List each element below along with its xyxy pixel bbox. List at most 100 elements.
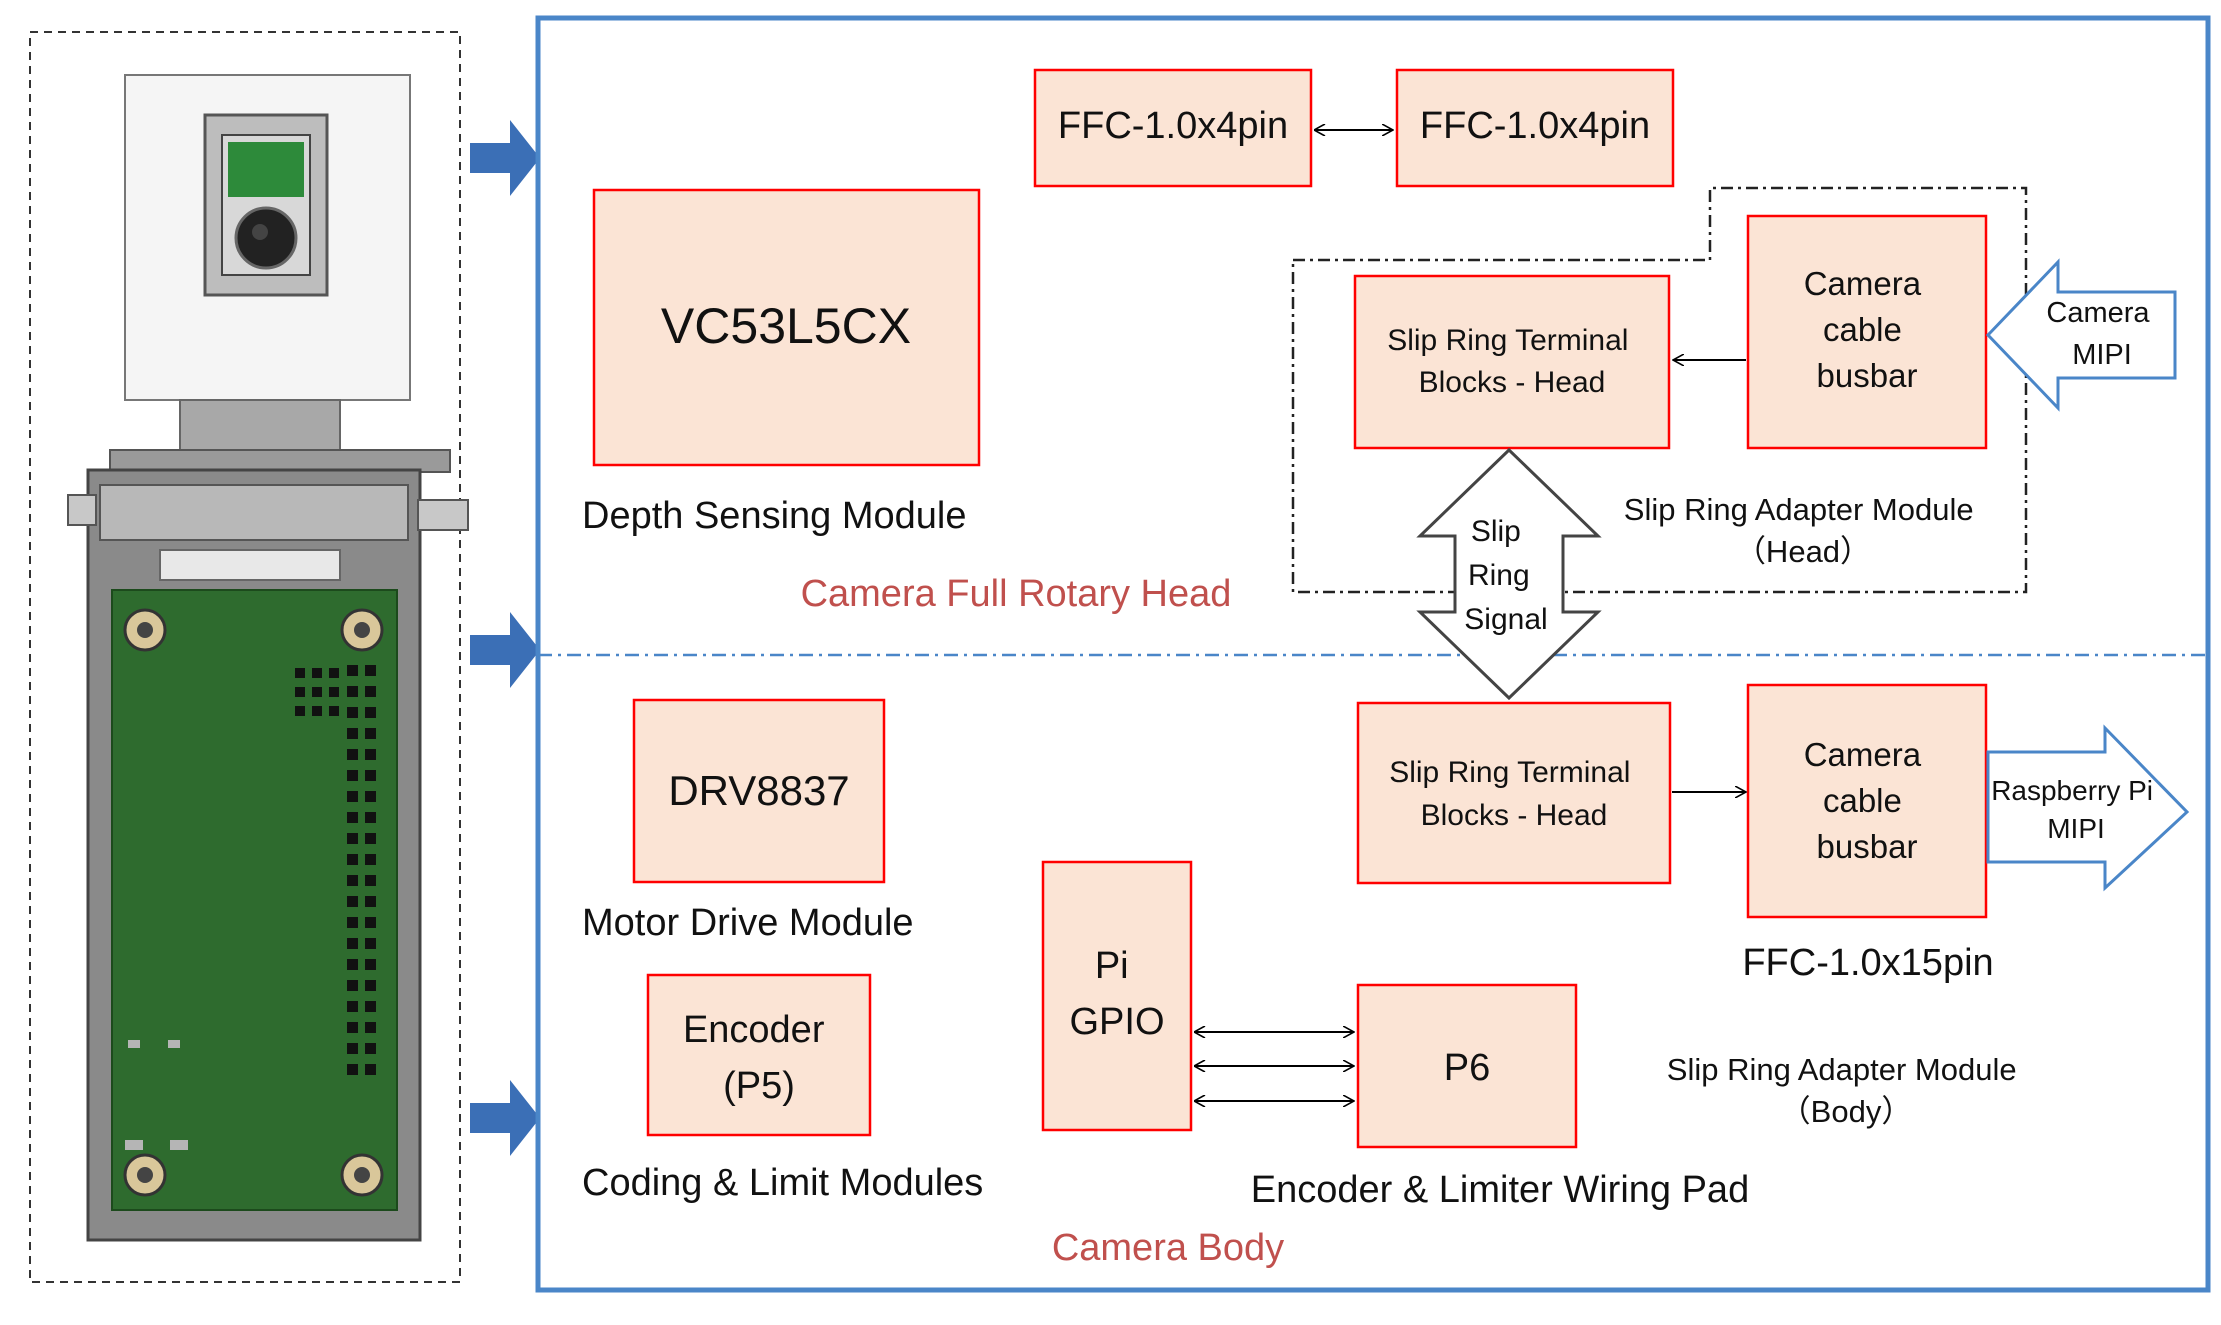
- housing-top-bar: [99, 484, 409, 541]
- ffc-15pin-label: FFC-1.0x15pin: [1742, 942, 1993, 984]
- camera-mipi-label: Camera MIPI: [2046, 297, 2157, 371]
- mount-hole-center: [137, 1167, 153, 1183]
- gpio-pin: [347, 1022, 358, 1033]
- gpio-pin: [347, 917, 358, 928]
- gpio-pin: [365, 875, 376, 886]
- gpio-pin: [365, 707, 376, 718]
- mount-hole-center: [354, 622, 370, 638]
- camera-sensor-board: [228, 142, 304, 197]
- busbar-head-line-1: Camera: [1804, 265, 1922, 302]
- camera-mipi-line-1: Camera: [2046, 297, 2150, 329]
- terminal-body-line-1: Slip Ring Terminal: [1389, 756, 1630, 789]
- slip-ring-terminal-head-box: [1353, 274, 1671, 450]
- gpio-pin: [312, 706, 322, 716]
- gpio-pin: [347, 686, 358, 697]
- camera-mipi-arrow-icon: [1985, 258, 2177, 412]
- gpio-pin: [347, 938, 358, 949]
- camera-lens-glint: [252, 224, 268, 240]
- gpio-pin: [347, 707, 358, 718]
- pi-gpio-line-1: Pi: [1095, 945, 1129, 987]
- blue-arrow-icon: [470, 612, 540, 688]
- blue-arrow-icon: [470, 1080, 540, 1156]
- gpio-pin: [347, 1001, 358, 1012]
- pcb-component: [125, 1140, 143, 1150]
- blue-arrow-icon: [470, 120, 540, 196]
- gpio-pin: [347, 665, 358, 676]
- camera-neck: [179, 399, 341, 451]
- gpio-pin: [365, 1022, 376, 1033]
- ffc-4pin-right-label: FFC-1.0x4pin: [1420, 105, 1650, 147]
- camera-body-label: Camera Body: [1052, 1227, 1284, 1269]
- camera-lens-icon: [234, 206, 298, 270]
- encoder-line-2: (P5): [723, 1065, 795, 1107]
- pcb-component: [128, 1040, 140, 1048]
- gpio-pin: [295, 687, 305, 697]
- slip-signal-line-2: Ring: [1468, 559, 1530, 592]
- ffc-4pin-left-box: [1033, 68, 1313, 188]
- slip-ring-adapter-head-region: [1291, 186, 2028, 594]
- mount-hole-center: [137, 622, 153, 638]
- gpio-pin: [347, 770, 358, 781]
- rpi-mipi-line-2: MIPI: [2047, 813, 2105, 844]
- gpio-pin: [365, 665, 376, 676]
- camera-cable-busbar-body-label: Camera cable busbar: [1804, 736, 1931, 865]
- housing-tab-left: [67, 494, 97, 526]
- gpio-pin: [365, 1001, 376, 1012]
- drv8837-label: DRV8837: [668, 767, 849, 814]
- gpio-pin: [347, 812, 358, 823]
- drv8837-box: [632, 698, 886, 884]
- gpio-pin: [329, 706, 339, 716]
- camera-cable-busbar-head-box: [1746, 214, 1988, 450]
- gpio-pin: [365, 686, 376, 697]
- busbar-body-line-2: cable: [1823, 782, 1902, 819]
- busbar-head-line-2: cable: [1823, 311, 1902, 348]
- terminal-head-line-2: Blocks - Head: [1419, 366, 1606, 399]
- slip-signal-line-1: Slip: [1471, 515, 1521, 548]
- camera-full-rotary-head-label: Camera Full Rotary Head: [801, 573, 1232, 615]
- pcb-component: [168, 1040, 180, 1048]
- encoder-line-1: Encoder: [683, 1009, 825, 1051]
- device-illustration: [29, 31, 469, 1283]
- adapter-head-line-1: Slip Ring Adapter Module: [1624, 492, 1974, 527]
- gpio-pin: [347, 854, 358, 865]
- gpio-pin: [329, 668, 339, 678]
- busbar-body-line-1: Camera: [1804, 736, 1922, 773]
- gpio-pin: [295, 668, 305, 678]
- slip-ring-signal-arrow-icon: [1416, 447, 1602, 701]
- gpio-pin: [365, 728, 376, 739]
- vc53l5cx-label: VC53L5CX: [661, 298, 911, 354]
- gpio-pin: [365, 770, 376, 781]
- gpio-pin: [365, 980, 376, 991]
- motor-drive-module-label: Motor Drive Module: [582, 902, 914, 944]
- ffc-4pin-left-label: FFC-1.0x4pin: [1058, 105, 1288, 147]
- raspberry-pi-mipi-arrow-icon: [1986, 724, 2190, 892]
- adapter-body-line-2: （Body）: [1780, 1094, 1913, 1129]
- gpio-p6-connection-arrows: [1195, 1032, 1354, 1101]
- gpio-pin: [365, 1064, 376, 1075]
- gpio-pin: [347, 959, 358, 970]
- blue-pointer-arrows: [470, 120, 540, 1156]
- illustration-dashed-frame: [29, 31, 461, 1283]
- mount-hole-center: [354, 1167, 370, 1183]
- slip-signal-line-3: Signal: [1464, 603, 1547, 636]
- gpio-pin: [365, 749, 376, 760]
- gpio-pin: [365, 854, 376, 865]
- gpio-pin: [347, 749, 358, 760]
- gpio-pin: [329, 687, 339, 697]
- gpio-pin: [365, 896, 376, 907]
- p6-box: [1356, 983, 1578, 1149]
- ffc-4pin-right-box: [1395, 68, 1675, 188]
- gpio-pin: [347, 875, 358, 886]
- adapter-body-line-1: Slip Ring Adapter Module: [1667, 1052, 2017, 1087]
- raspberry-pi-mipi-label: Raspberry Pi MIPI: [1991, 775, 2161, 844]
- slip-ring-terminal-body-box: [1356, 701, 1672, 885]
- slip-ring-adapter-head-label: Slip Ring Adapter Module （Head）: [1624, 492, 1982, 569]
- pcb-component: [170, 1140, 188, 1150]
- gpio-pin: [347, 791, 358, 802]
- gpio-pin: [347, 833, 358, 844]
- slip-ring-signal-label: Slip Ring Signal: [1464, 515, 1547, 636]
- gpio-pin: [365, 917, 376, 928]
- gpio-pin: [365, 791, 376, 802]
